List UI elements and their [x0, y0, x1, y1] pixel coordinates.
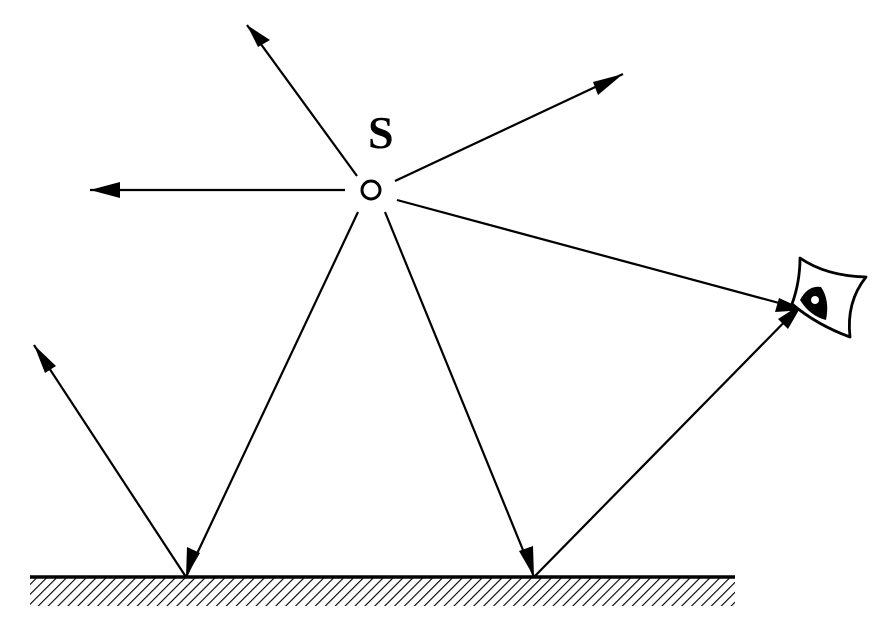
source-label: S [368, 107, 394, 158]
ray-reflected-left [33, 344, 187, 578]
arrowhead-reflected-left [34, 345, 56, 373]
eye-icon [790, 256, 868, 339]
arrowhead-down-right [519, 546, 534, 577]
ray-up-right [394, 73, 624, 182]
light-source-point [360, 179, 382, 201]
ray-down-left [185, 211, 359, 578]
arrowhead-down-left [186, 547, 200, 577]
ray-down-right [383, 211, 536, 578]
rays [33, 24, 806, 578]
ray-to-eye [396, 198, 806, 312]
arrowhead-up-left [247, 25, 270, 47]
arrowhead-up-right [593, 74, 623, 95]
ground-surface [30, 575, 735, 606]
arrowhead-left [90, 182, 120, 198]
ray-up-left [246, 24, 358, 177]
ground-hatching [30, 578, 735, 606]
ray-reflected-to-eye [533, 302, 804, 578]
arrowheads [34, 25, 805, 577]
